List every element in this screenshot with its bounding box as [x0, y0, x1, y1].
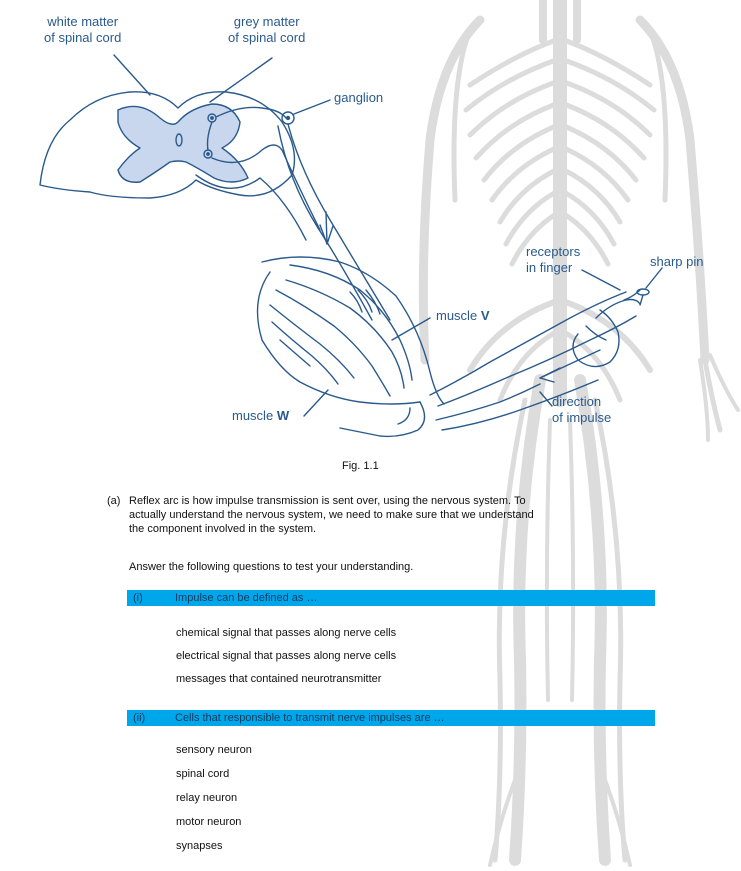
answer-option[interactable]: relay neuron [176, 791, 237, 805]
label-muscle-v: muscle V [436, 308, 489, 324]
label-receptors: receptors in finger [526, 244, 580, 276]
question-a-instruction: Answer the following questions to test y… [129, 560, 413, 574]
question-part-i-number: (i) [133, 590, 143, 606]
answer-option[interactable]: chemical signal that passes along nerve … [176, 626, 396, 640]
answer-option[interactable]: synapses [176, 839, 222, 853]
label-direction-of-impulse: direction of impulse [552, 394, 611, 426]
answer-option[interactable]: messages that contained neurotransmitter [176, 672, 381, 686]
question-part-ii-prompt: Cells that responsible to transmit nerve… [175, 710, 445, 726]
label-grey-matter-line2: of spinal cord [228, 30, 305, 46]
question-a-intro-line-2: actually understand the nervous system, … [129, 508, 534, 522]
label-receptors-line1: receptors [526, 244, 580, 260]
question-a-label: (a) [107, 494, 120, 508]
label-muscle-w-letter: W [277, 408, 289, 423]
question-part-i-bar: (i) Impulse can be defined as … [127, 590, 655, 606]
question-part-ii-bar: (ii) Cells that responsible to transmit … [127, 710, 655, 726]
label-sharp-pin: sharp pin [650, 254, 703, 270]
label-muscle-v-prefix: muscle [436, 308, 477, 323]
label-ganglion: ganglion [334, 90, 383, 106]
label-direction-line1: direction [552, 394, 611, 410]
label-muscle-w: muscle W [232, 408, 289, 424]
label-white-matter: white matter of spinal cord [44, 14, 121, 46]
grey-matter [118, 104, 248, 182]
label-muscle-v-letter: V [481, 308, 490, 323]
answer-option[interactable]: sensory neuron [176, 743, 252, 757]
question-part-i-prompt: Impulse can be defined as … [175, 590, 317, 606]
figure-caption: Fig. 1.1 [342, 460, 379, 472]
label-muscle-w-prefix: muscle [232, 408, 273, 423]
question-part-ii-number: (ii) [133, 710, 145, 726]
answer-option[interactable]: motor neuron [176, 815, 241, 829]
label-direction-line2: of impulse [552, 410, 611, 426]
label-white-matter-line2: of spinal cord [44, 30, 121, 46]
answer-option[interactable]: spinal cord [176, 767, 229, 781]
label-receptors-line2: in finger [526, 260, 580, 276]
label-grey-matter: grey matter of spinal cord [228, 14, 305, 46]
question-a-intro-line-1: Reflex arc is how impulse transmission i… [129, 494, 526, 508]
question-a-intro-line-3: the component involved in the system. [129, 522, 316, 536]
label-grey-matter-line1: grey matter [228, 14, 305, 30]
label-white-matter-line1: white matter [44, 14, 121, 30]
answer-option[interactable]: electrical signal that passes along nerv… [176, 649, 396, 663]
